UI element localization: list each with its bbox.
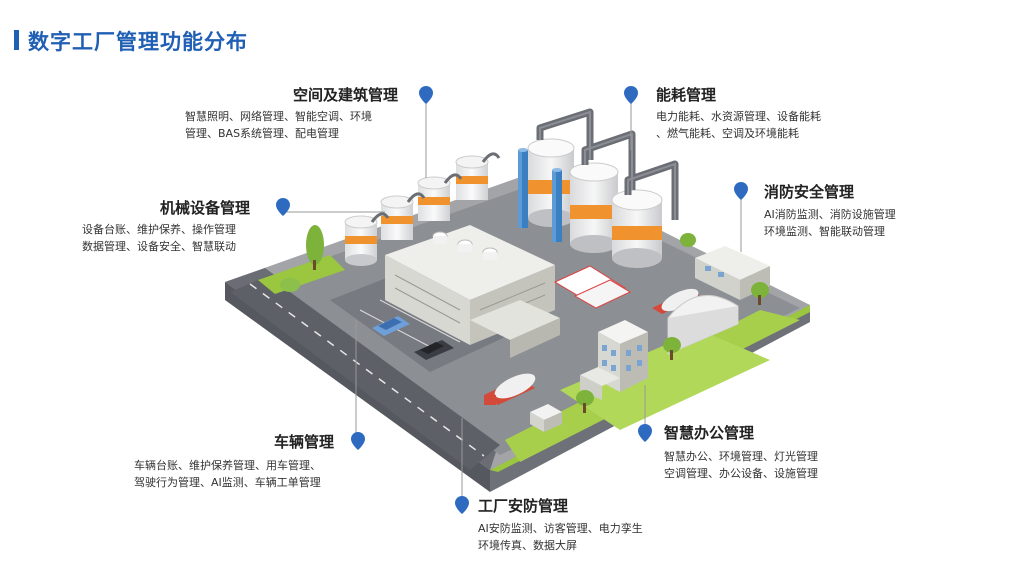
module-desc-line: 智慧办公、环境管理、灯光管理 bbox=[664, 450, 818, 463]
module-office-desc: 智慧办公、环境管理、灯光管理 空调管理、办公设备、设施管理 bbox=[664, 448, 818, 482]
module-title: 机械设备管理 bbox=[159, 199, 250, 217]
module-fire: 消防安全管理 bbox=[764, 181, 854, 202]
module-desc-line: 设备台账、维护保养、操作管理 bbox=[82, 223, 236, 236]
tanker-truck-center bbox=[553, 265, 632, 309]
page-title: 数字工厂管理功能分布 bbox=[28, 30, 248, 54]
module-desc-line: 电力能耗、水资源管理、设备能耗 bbox=[656, 110, 821, 123]
module-machine: 机械设备管理 bbox=[90, 197, 250, 218]
module-space-desc: 智慧照明、网络管理、智能空调、环境 管理、BAS系统管理、配电管理 bbox=[185, 108, 372, 142]
module-title: 空间及建筑管理 bbox=[292, 86, 398, 104]
office-tower bbox=[580, 320, 648, 400]
module-desc-line: 驾驶行为管理、AI监测、车辆工单管理 bbox=[134, 476, 321, 489]
pin-security-icon bbox=[455, 496, 469, 514]
module-desc-line: 空调管理、办公设备、设施管理 bbox=[664, 467, 818, 480]
pin-vehicle-icon bbox=[351, 432, 365, 450]
pin-space-icon bbox=[419, 86, 433, 104]
module-energy: 能耗管理 bbox=[656, 84, 716, 105]
warehouse bbox=[667, 294, 739, 355]
module-security: 工厂安防管理 bbox=[478, 495, 568, 516]
title-accent-bar bbox=[14, 30, 19, 50]
module-office: 智慧办公管理 bbox=[664, 422, 754, 443]
module-vehicle-desc: 车辆台账、维护保养管理、用车管理、 驾驶行为管理、AI监测、车辆工单管理 bbox=[134, 457, 321, 491]
chimneys-blue bbox=[518, 148, 562, 242]
module-desc-line: 管理、BAS系统管理、配电管理 bbox=[185, 127, 340, 140]
trees bbox=[280, 225, 769, 413]
module-desc-line: 数据管理、设备安全、智慧联动 bbox=[82, 240, 236, 253]
module-machine-desc: 设备台账、维护保养、操作管理 数据管理、设备安全、智慧联动 bbox=[82, 221, 236, 255]
tanker-truck-bottom bbox=[484, 373, 536, 405]
module-desc-line: 环境监测、智能联动管理 bbox=[764, 225, 885, 238]
module-desc-line: 、燃气能耗、空调及环境能耗 bbox=[656, 127, 799, 140]
storage-tanks-large bbox=[527, 108, 679, 268]
module-desc-line: AI消防监测、消防设施管理 bbox=[764, 208, 896, 221]
module-fire-desc: AI消防监测、消防设施管理 环境监测、智能联动管理 bbox=[764, 206, 896, 240]
leader-lines bbox=[283, 102, 742, 505]
module-space: 空间及建筑管理 bbox=[150, 84, 398, 105]
module-desc-line: 车辆台账、维护保养管理、用车管理、 bbox=[134, 459, 321, 472]
car-dark bbox=[414, 340, 454, 360]
module-desc-line: 智慧照明、网络管理、智能空调、环境 bbox=[185, 110, 372, 123]
module-desc-line: 环境传真、数据大屏 bbox=[478, 539, 577, 552]
location-pins bbox=[276, 86, 748, 514]
pin-energy-icon bbox=[624, 86, 638, 104]
module-title: 工厂安防管理 bbox=[478, 497, 569, 515]
module-title: 消防安全管理 bbox=[764, 183, 855, 201]
module-desc-line: AI安防监测、访客管理、电力孪生 bbox=[478, 522, 643, 535]
tanker-truck-right bbox=[652, 288, 700, 314]
car-blue bbox=[372, 316, 410, 336]
module-title: 智慧办公管理 bbox=[664, 424, 755, 442]
fire-station-buildings bbox=[695, 246, 770, 300]
main-factory-building bbox=[385, 225, 560, 358]
module-title: 能耗管理 bbox=[656, 86, 717, 104]
module-vehicle: 车辆管理 bbox=[200, 431, 334, 452]
pin-fire-icon bbox=[734, 182, 748, 200]
guard-booth bbox=[530, 404, 562, 432]
module-energy-desc: 电力能耗、水资源管理、设备能耗 、燃气能耗、空调及环境能耗 bbox=[656, 108, 821, 142]
storage-tanks-small bbox=[344, 152, 501, 266]
module-title: 车辆管理 bbox=[273, 433, 334, 451]
pin-machine-icon bbox=[276, 198, 290, 216]
module-security-desc: AI安防监测、访客管理、电力孪生 环境传真、数据大屏 bbox=[478, 520, 643, 554]
pin-office-icon bbox=[638, 424, 652, 442]
